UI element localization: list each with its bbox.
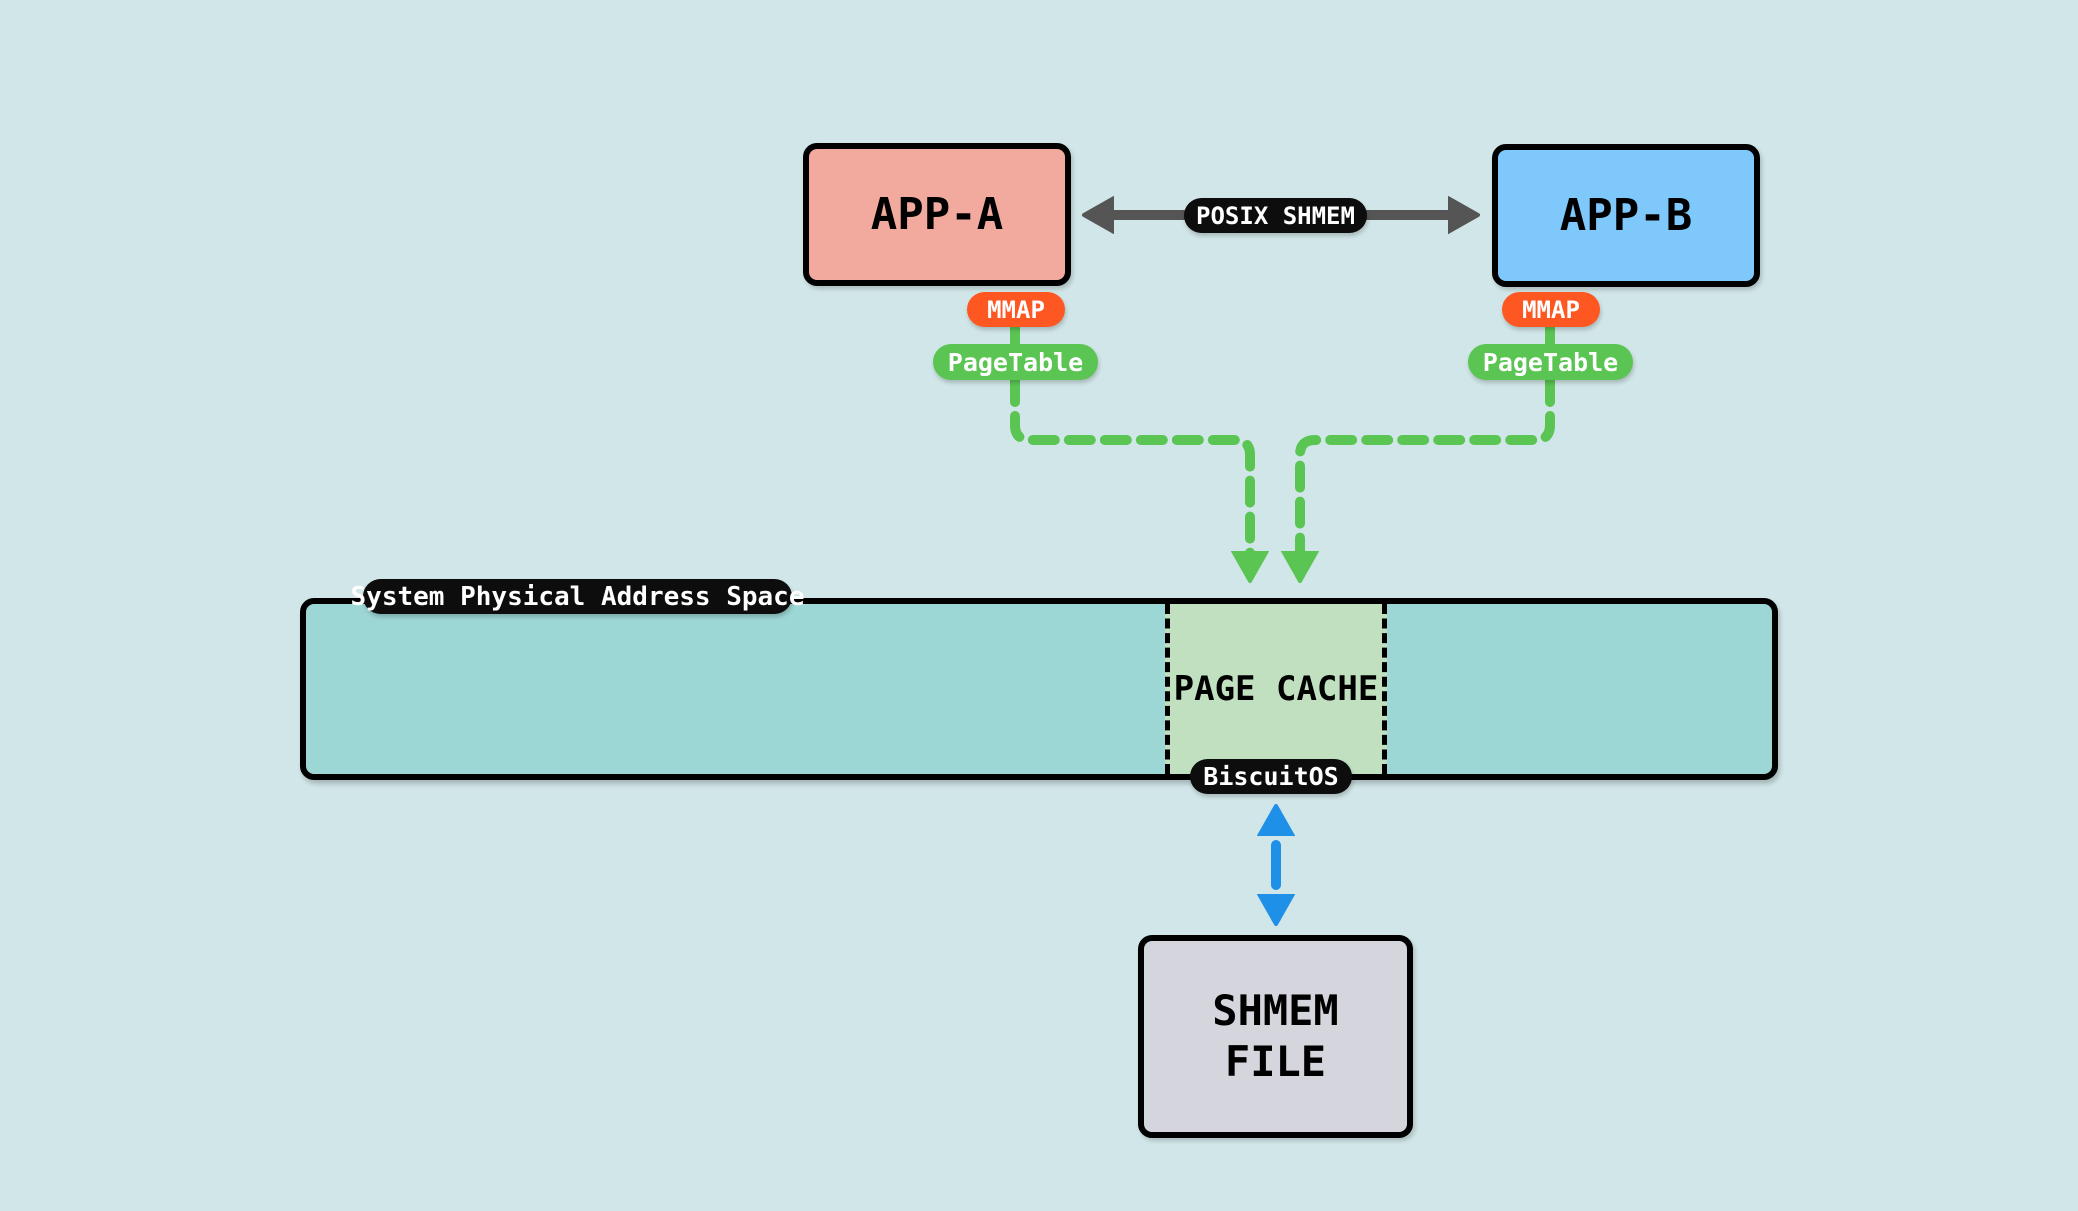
pagetable-a-path — [1010, 375, 1250, 575]
pagetable-b-path — [1300, 375, 1555, 575]
app-a-label: APP-A — [870, 189, 1004, 240]
biscuitos-label: BiscuitOS — [1190, 759, 1352, 794]
shmem-file-line1: SHMEM — [1212, 986, 1339, 1036]
pagetable-badge-b: PageTable — [1468, 344, 1633, 380]
shmem-file-line2: FILE — [1224, 1036, 1327, 1086]
mmap-badge-b: MMAP — [1502, 292, 1600, 327]
page-cache-label: PAGE CACHE — [1173, 669, 1379, 709]
ipc-label: POSIX SHMEM — [1184, 198, 1367, 233]
physical-address-space — [300, 598, 1778, 780]
mmap-badge-a: MMAP — [967, 292, 1065, 327]
shmem-file-box: SHMEM FILE — [1138, 935, 1413, 1138]
physical-address-space-label: System Physical Address Space — [351, 579, 804, 614]
page-cache-region: PAGE CACHE — [1165, 604, 1387, 774]
app-a-box: APP-A — [803, 143, 1071, 286]
app-b-box: APP-B — [1492, 144, 1760, 287]
pagetable-badge-a: PageTable — [933, 344, 1098, 380]
app-b-label: APP-B — [1559, 190, 1693, 241]
